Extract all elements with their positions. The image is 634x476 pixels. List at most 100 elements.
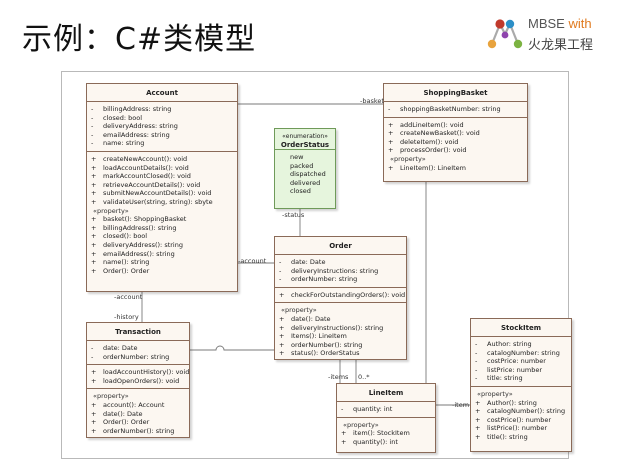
attribute: -deliveryInstructions: string [279,266,379,275]
operations-section: +loadAccountHistory(): void +loadOpenOrd… [87,364,189,388]
operation: +createNewBasket(): void [388,129,480,138]
property: +closed(): bool [91,232,148,241]
properties-section: «property» +account(): Account +date(): … [87,388,189,437]
property-stereotype: «property» [477,389,513,398]
attribute: -listPrice: number [475,365,543,374]
operation: +loadAccountHistory(): void [91,368,190,377]
operation: +processOrder(): void [388,146,467,155]
logo: MBSE with 火龙果工程 [486,14,626,58]
class-account[interactable]: Account -billingAddress: string -closed:… [86,83,238,292]
operation: +loadOpenOrders(): void [91,376,180,385]
attributes-section: -billingAddress: string -closed: bool -d… [87,101,237,151]
property: +emailAddress(): string [91,249,175,258]
property: +orderNumber(): string [91,426,175,435]
edge-label-item: -item [452,401,470,409]
property: +date(): Date [91,409,143,418]
attribute: -orderNumber: string [91,352,170,361]
operation: +markAccountClosed(): void [91,172,191,181]
operation: +loadAccountDetails(): void [91,163,189,172]
logo-text-zh: 火龙果工程 [528,38,594,53]
property: +Order(): Order [91,418,150,427]
attribute: -costPrice: number [475,357,546,366]
property-stereotype: «property» [281,306,317,315]
property-stereotype: «property» [93,206,129,215]
attribute: -shoppingBasketNumber: string [388,105,501,113]
logo-with: with [568,16,592,31]
edge-label-basket: -basket [360,97,384,105]
enum-header: «enumeration»OrderStatus [275,129,335,149]
enum-literal: dispatched [290,170,326,179]
enum-literal: new [290,153,304,161]
class-stock-item[interactable]: StockItem -Author: string -catalogNumber… [470,318,572,452]
property: +deliveryAddress(): string [91,240,183,249]
class-line-item[interactable]: LineItem -quantity: int «property» +item… [336,383,436,453]
enum-literal: delivered [290,178,321,187]
attribute: -deliveryAddress: string [91,122,178,131]
property-stereotype: «property» [390,154,426,163]
property: +Order(): Order [91,266,150,275]
properties-section: «property» +item(): StockItem +quantity(… [337,416,435,450]
attribute: -title: string [475,374,523,383]
property: +quantity(): int [341,437,398,446]
edge-label-account-transaction: -account [114,293,143,301]
attribute: -name: string [91,139,145,148]
attribute: -billingAddress: string [91,105,172,113]
property: +billingAddress(): string [91,223,177,232]
class-name: ShoppingBasket [423,89,488,97]
operations-section: +addLineItem(): void +createNewBasket():… [384,116,527,176]
class-name: Transaction [115,328,161,336]
operation: +submitNewAccountDetails(): void [91,189,212,198]
properties-section: «property» +Author(): string +catalogNum… [471,385,571,445]
attribute: -Author: string [475,340,532,348]
attribute: -catalogNumber: string [475,348,560,357]
class-name: LineItem [368,389,404,397]
enum-name: OrderStatus [280,141,330,149]
property: +date(): Date [279,314,331,323]
attribute: -date: Date [279,258,326,266]
property: +listPrice(): number [475,424,548,433]
attributes-section: -Author: string -catalogNumber: string -… [471,336,571,386]
property: +Items(): LineItem [279,332,347,341]
operation: +addLineItem(): void [388,120,464,129]
enum-order-status[interactable]: «enumeration»OrderStatus new packed disp… [274,128,336,209]
logo-mark-icon [487,19,523,49]
attributes-section: -date: Date -deliveryInstructions: strin… [275,254,406,287]
properties-section: «property» +date(): Date +deliveryInstru… [275,302,406,359]
enum-literal: packed [290,161,314,170]
edge-label-items: -items [328,373,349,381]
property: +item(): StockItem [341,429,410,438]
attributes-section: -quantity: int [337,401,435,417]
operations-section: +createNewAccount(): void +loadAccountDe… [87,150,237,278]
class-name: StockItem [501,324,541,332]
property: +Author(): string [475,398,537,407]
property: +title(): string [475,432,528,441]
class-shopping-basket[interactable]: ShoppingBasket -shoppingBasketNumber: st… [383,83,528,182]
class-name: Account [146,89,178,97]
attribute: -quantity: int [341,405,393,413]
property-stereotype: «property» [343,420,379,429]
attribute: -date: Date [91,344,138,352]
attribute: -closed: bool [91,113,143,122]
attribute: -orderNumber: string [279,275,358,284]
operation: +retrieveAccountDetails(): void [91,180,201,189]
operation: +createNewAccount(): void [91,154,188,163]
operation: +validateUser(string, string): sbyte [91,197,213,206]
edge-label-history: -history [114,313,139,321]
attribute: -emailAddress: string [91,130,170,139]
edge-label-status: -status [282,211,305,219]
enum-stereotype: «enumeration» [282,133,328,140]
logo-mbse: MBSE [528,16,565,31]
property: +LineItem(): LineItem [388,163,467,172]
property: +status(): OrderStatus [279,349,360,358]
class-order[interactable]: Order -date: Date -deliveryInstructions:… [274,236,407,360]
operation: +checkForOutstandingOrders(): void [279,290,406,299]
attributes-section: -shoppingBasketNumber: string [384,101,527,117]
property: +catalogNumber(): string [475,407,566,416]
property: +costPrice(): number [475,415,552,424]
edge-label-items-multiplicity: 0..* [358,373,370,381]
enum-literal: closed [290,187,311,196]
logo-text-en: MBSE with [528,16,592,31]
attributes-section: -date: Date -orderNumber: string [87,340,189,364]
class-transaction[interactable]: Transaction -date: Date -orderNumber: st… [86,322,190,438]
